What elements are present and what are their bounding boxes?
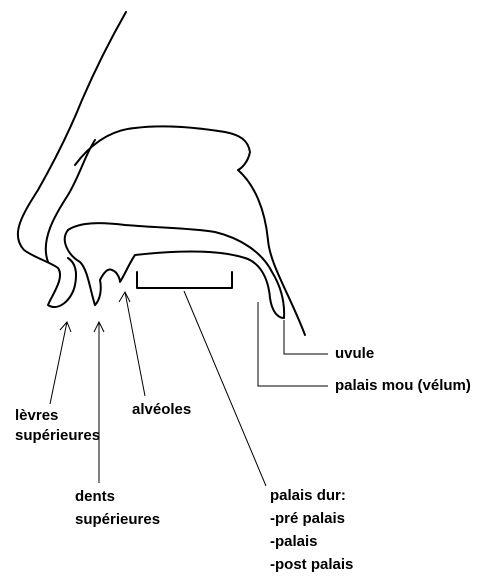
alveoles-arrowhead (119, 292, 130, 302)
palais-dur-item: -pré palais (270, 509, 345, 529)
dents-label-line1: dents (75, 487, 115, 507)
palais-dur-pointer-line (184, 291, 266, 486)
levres-label-line1: lèvres (15, 406, 58, 426)
palate-inner-contour (68, 223, 284, 318)
palais-dur-title: palais dur: (270, 486, 346, 506)
alveoles-pointer-line (125, 292, 145, 396)
levres-pointer-line (50, 322, 67, 404)
uvule-label: uvule (335, 344, 374, 364)
upper-teeth (65, 230, 284, 318)
dents-label-line2: supérieures (75, 510, 160, 530)
nose-profile (18, 12, 126, 307)
alveoles-label: alvéoles (132, 400, 191, 420)
palais-dur-item: -palais (270, 532, 318, 552)
palais-mou-pointer-line (258, 302, 328, 386)
nostril-contour (46, 140, 95, 262)
uvule-pointer-line (284, 320, 328, 354)
levres-label-line2: supérieures (15, 426, 100, 446)
hard-palate-bracket (137, 272, 232, 288)
palais-mou-label: palais mou (vélum) (335, 376, 471, 396)
palais-dur-item: -post palais (270, 555, 353, 575)
